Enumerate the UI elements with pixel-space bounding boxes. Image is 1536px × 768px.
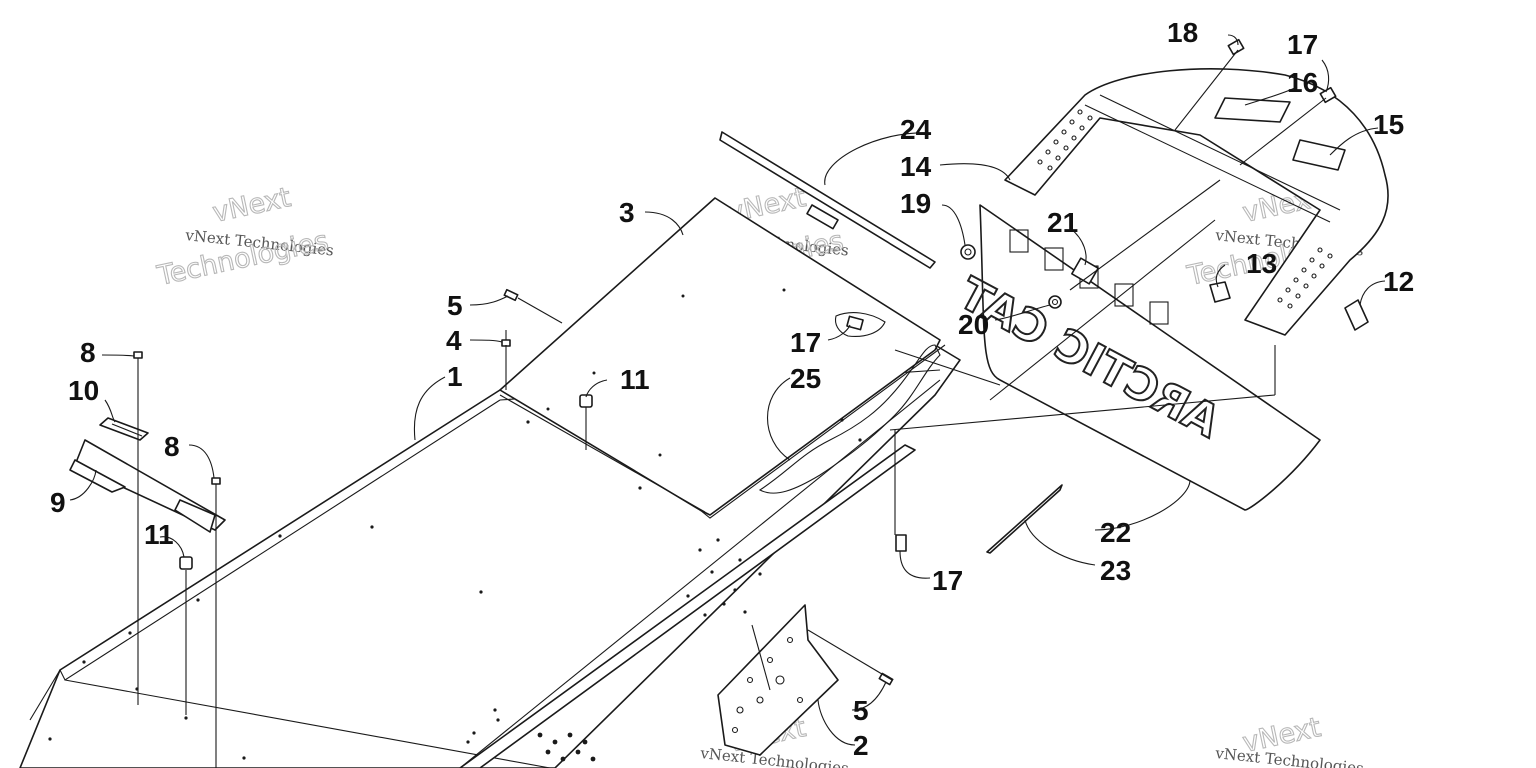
part-14-grab-bar: [1004, 68, 1389, 336]
callout-11-top: 11: [620, 364, 650, 395]
callout-13: 13: [1246, 248, 1277, 279]
watermark-bottom-right: vNext vNext Technologies: [1214, 712, 1365, 768]
callout-5-bottom: 5: [853, 695, 869, 726]
callout-2: 2: [853, 730, 869, 761]
callout-4: 4: [446, 325, 462, 356]
part-15-opening: [1292, 139, 1346, 171]
watermark-top-left: vNext vNext Technologies Technologies: [153, 182, 334, 293]
fastener-5-screw-top: [503, 288, 519, 302]
callout-15: 15: [1373, 109, 1404, 140]
rear-edge-strip: [459, 444, 916, 768]
callout-23: 23: [1100, 555, 1131, 586]
part-25-foam-strip: [758, 312, 941, 494]
fastener-19-nut: [960, 244, 976, 260]
callout-21: 21: [1047, 207, 1078, 238]
fastener-4-rivet: [501, 330, 511, 347]
fastener-17-screw-low: [895, 534, 907, 552]
part-22-slots: [1009, 229, 1169, 325]
part-24-plate: [719, 131, 936, 269]
callout-14: 14: [900, 151, 932, 182]
callout-12: 12: [1383, 266, 1414, 297]
callout-25: 25: [790, 363, 821, 394]
part-10-strip: [99, 417, 149, 441]
callout-leaders: [69, 34, 1386, 746]
callout-5-top: 5: [447, 290, 463, 321]
fastener-8-rivet-a: [133, 351, 143, 370]
callout-16: 16: [1287, 67, 1318, 98]
callout-3: 3: [619, 197, 635, 228]
fastener-5-screw-bottom: [878, 672, 894, 686]
fastener-17-screw-mid: [846, 315, 864, 331]
callout-18: 18: [1167, 17, 1198, 48]
callout-8-mid: 8: [164, 431, 180, 462]
part-16-slot: [1214, 97, 1291, 123]
part-2-side-bracket: [717, 604, 839, 756]
part-3-seat-pan: [499, 197, 946, 519]
callout-17-mid: 17: [790, 327, 821, 358]
callout-17-bottom: 17: [932, 565, 963, 596]
fasteners: [133, 38, 1369, 686]
part-9-bracket: [69, 439, 226, 533]
fastener-12-nut: [1344, 299, 1369, 331]
callout-9: 9: [50, 487, 66, 518]
part-23-decal: [986, 484, 1063, 554]
callout-22: 22: [1100, 517, 1131, 548]
watermark-vnext-big: vNext: [210, 182, 294, 229]
callout-17-top: 17: [1287, 29, 1318, 60]
callout-19: 19: [900, 188, 931, 219]
fastener-13-nut: [1209, 281, 1231, 303]
callout-24: 24: [900, 114, 932, 145]
fastener-17-screw-top: [1319, 86, 1337, 104]
leader-lines: [137, 49, 1327, 768]
fastener-8-rivet-b: [211, 477, 221, 495]
part-14-vent-holes: [1037, 109, 1333, 309]
callout-1: 1: [447, 361, 463, 392]
callout-11-bottom: 11: [144, 519, 174, 550]
fastener-11-plug-b: [179, 556, 193, 570]
callout-10: 10: [68, 375, 99, 406]
callout-8-top: 8: [80, 337, 96, 368]
callout-20: 20: [958, 309, 989, 340]
callout-labels: 18 17 16 15 24 14 19 21 20 13 12 3 5 4 1…: [50, 17, 1414, 761]
fastener-18-screw: [1227, 38, 1245, 56]
fastener-21-clip: [1071, 257, 1099, 285]
fastener-20-nut: [1048, 295, 1062, 309]
